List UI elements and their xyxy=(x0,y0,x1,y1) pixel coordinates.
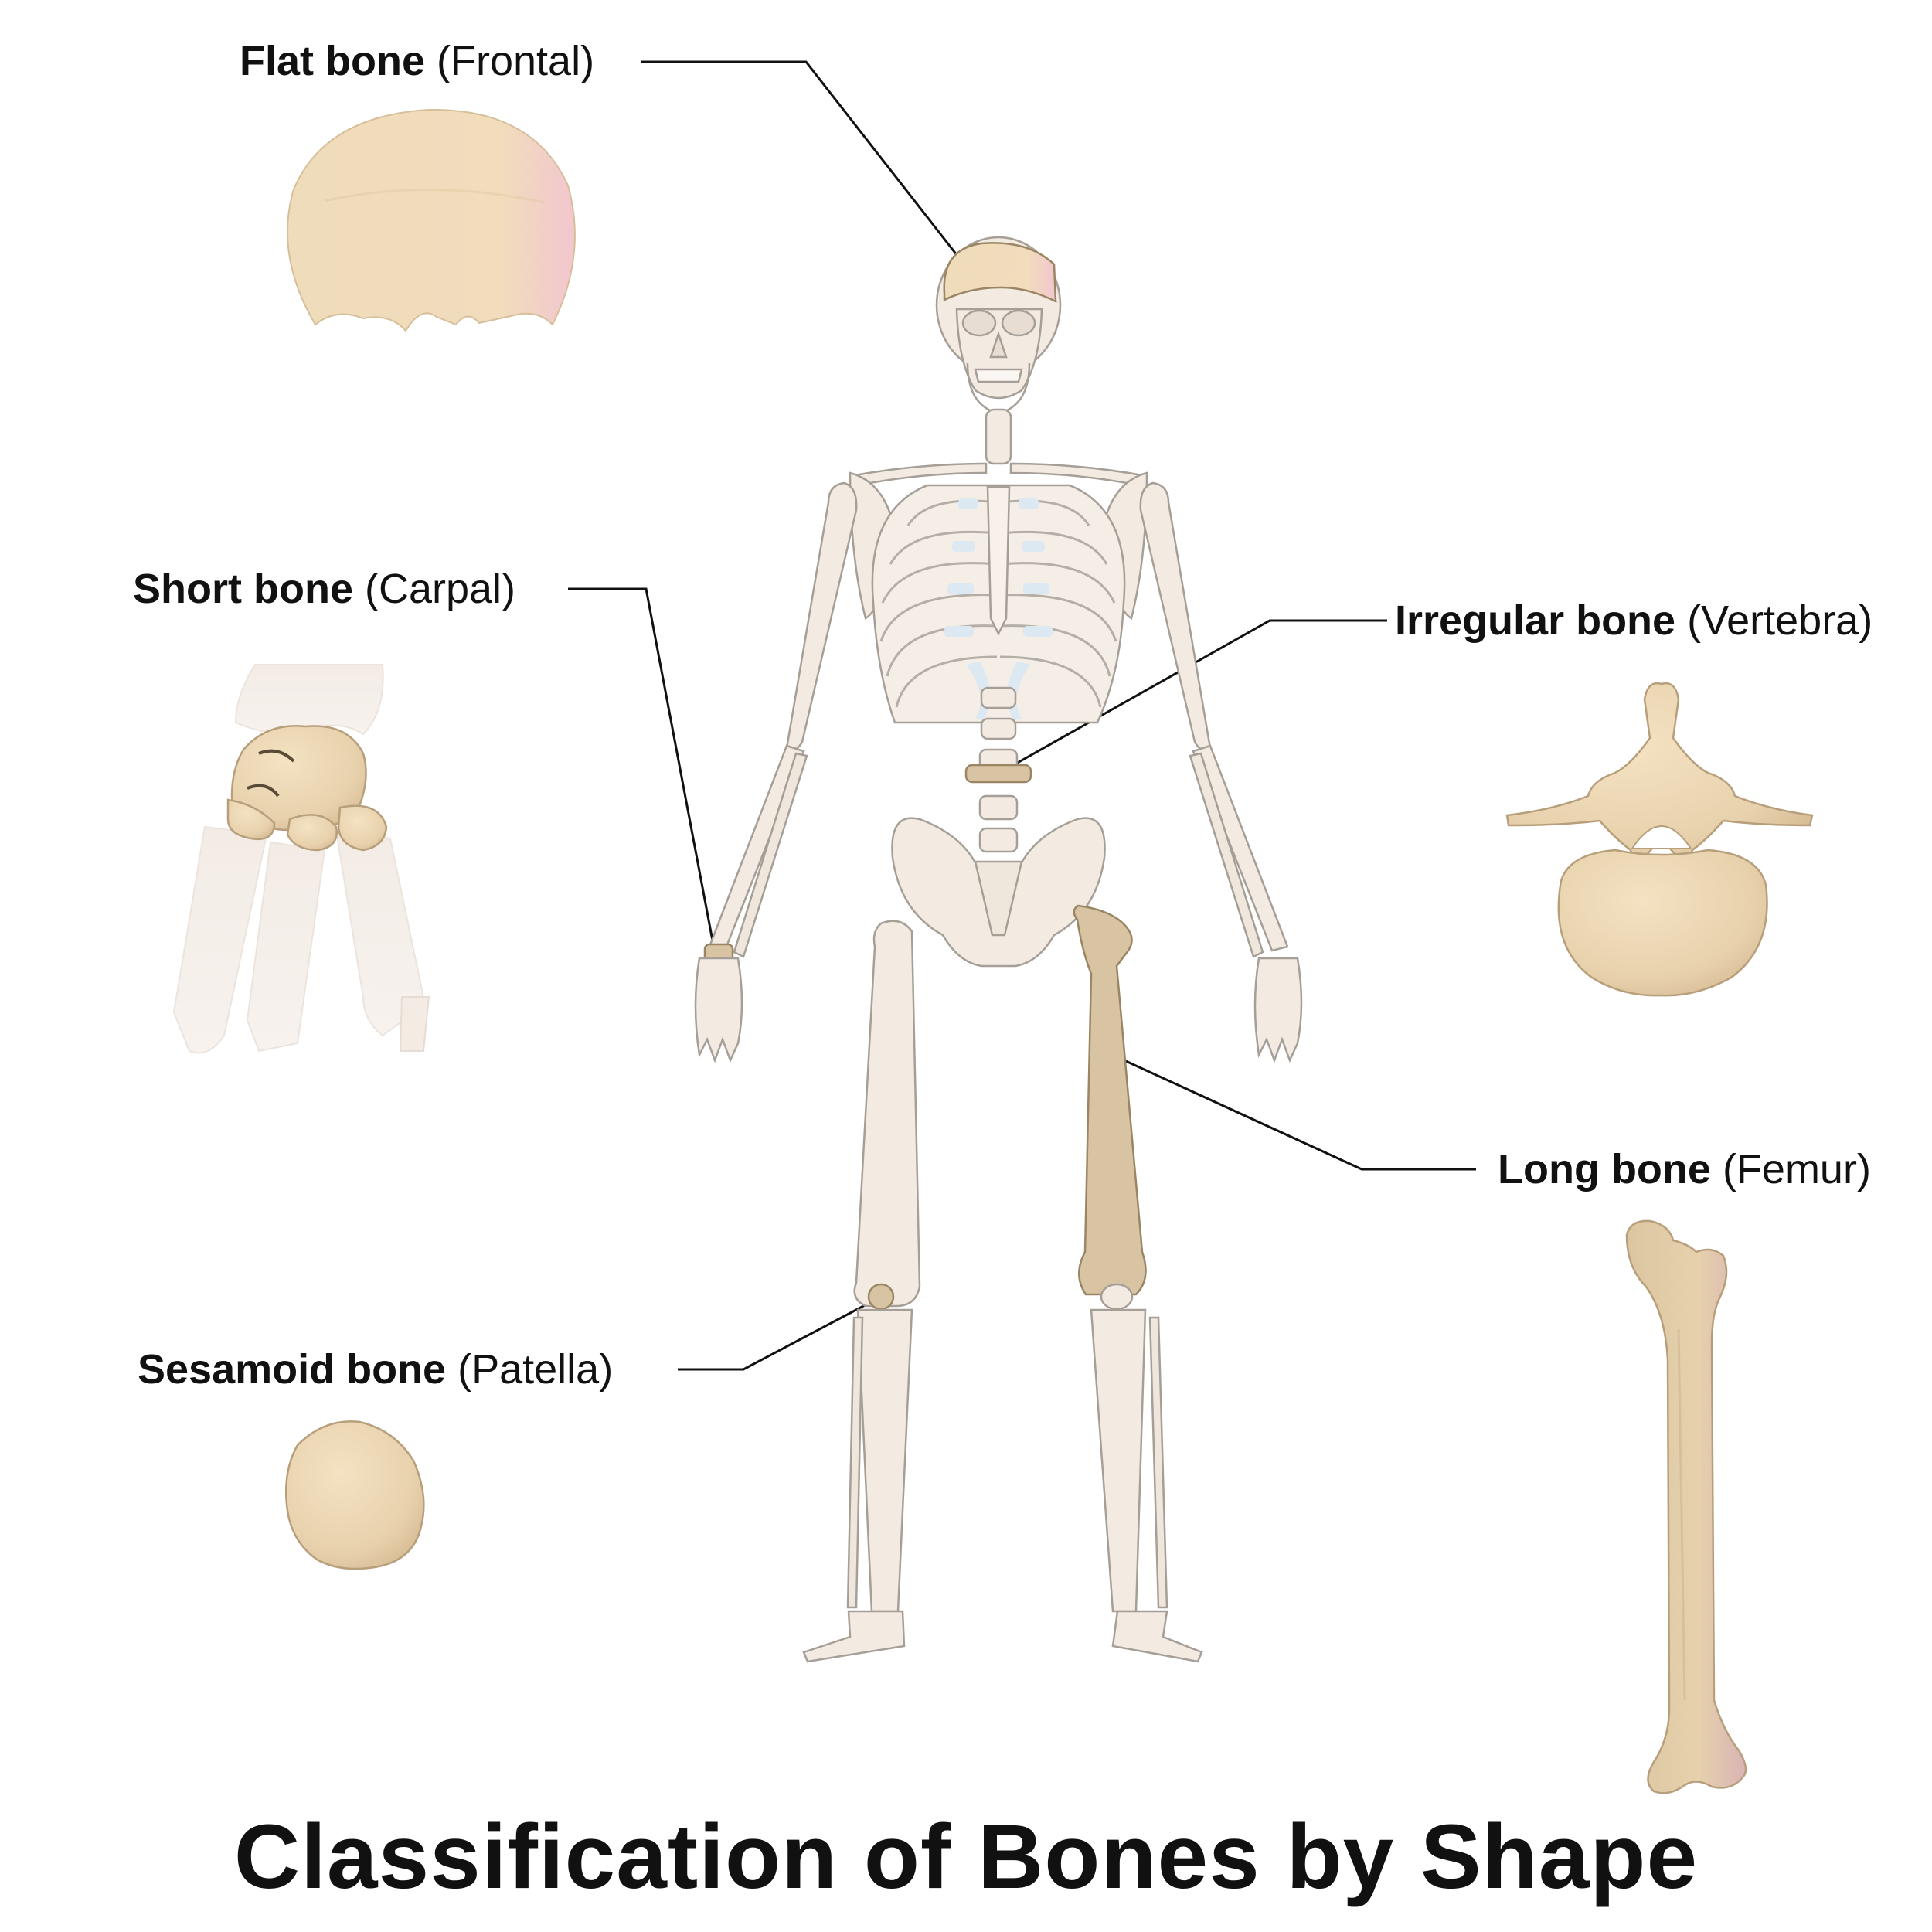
highlighted-vertebra xyxy=(964,764,1032,784)
left-orbit xyxy=(961,309,997,337)
right-fibula xyxy=(1148,1316,1168,1609)
femur-illustration xyxy=(1625,1219,1747,1794)
patella-illustration xyxy=(284,1420,425,1570)
lumbar-spine xyxy=(964,686,1032,853)
patella-highlight xyxy=(867,1283,895,1311)
label-irregular-bone: Irregular bone (Vertebra) xyxy=(1395,600,1872,641)
label-sesamoid-bone: Sesamoid bone (Patella) xyxy=(138,1349,613,1390)
label-long-bone-type: Long bone xyxy=(1498,1146,1711,1192)
right-humerus xyxy=(1139,481,1212,751)
left-femur xyxy=(853,920,921,1308)
label-short-bone-example: (Carpal) xyxy=(365,566,516,612)
leader-line-flat xyxy=(641,60,975,277)
sternum xyxy=(986,485,1011,636)
left-humerus xyxy=(785,481,858,751)
leader-line-sesamoid xyxy=(678,1295,882,1371)
carpal-bone-illustration xyxy=(172,664,430,1054)
figure-title: Classification of Bones by Shape xyxy=(233,1806,1699,1908)
right-orbit xyxy=(1001,309,1036,337)
right-forearm xyxy=(1192,744,1289,952)
leader-lines xyxy=(568,60,1476,1371)
label-long-bone-example: (Femur) xyxy=(1722,1146,1871,1192)
frontal-bone-highlight xyxy=(943,242,1057,304)
label-sesamoid-bone-type: Sesamoid bone xyxy=(138,1346,447,1393)
nasal-cavity xyxy=(989,331,1008,359)
left-hand xyxy=(694,957,743,1063)
teeth xyxy=(974,368,1023,383)
skull xyxy=(935,236,1062,415)
right-foot xyxy=(1111,1610,1203,1663)
label-irregular-bone-type: Irregular bone xyxy=(1395,597,1676,644)
label-long-bone: Long bone (Femur) xyxy=(1498,1148,1871,1190)
right-hand xyxy=(1253,957,1303,1063)
cervical-spine xyxy=(985,408,1012,465)
sacrum xyxy=(974,860,1023,937)
label-short-bone-type: Short bone xyxy=(133,566,353,612)
left-tibia xyxy=(856,1308,913,1613)
vertebra-illustration xyxy=(1505,682,1814,997)
right-femur-highlight xyxy=(1073,904,1147,1296)
left-clavicle xyxy=(853,462,988,487)
left-fibula xyxy=(846,1316,864,1609)
leader-line-long xyxy=(1108,1052,1476,1171)
leader-line-short xyxy=(568,587,716,954)
label-irregular-bone-example: (Vertebra) xyxy=(1687,597,1873,644)
label-sesamoid-bone-example: (Patella) xyxy=(457,1346,614,1393)
right-knee xyxy=(1100,1283,1134,1311)
label-flat-bone-type: Flat bone xyxy=(240,38,425,84)
right-ulna xyxy=(1189,752,1264,958)
right-tibia xyxy=(1090,1308,1147,1613)
full-skeleton xyxy=(694,236,1303,1663)
left-ulna xyxy=(733,752,808,958)
rib-cage xyxy=(871,484,1126,724)
label-short-bone: Short bone (Carpal) xyxy=(133,568,515,610)
left-foot xyxy=(802,1610,906,1663)
frontal-bone-illustration xyxy=(287,108,576,332)
label-flat-bone-example: (Frontal) xyxy=(437,38,595,84)
label-flat-bone: Flat bone (Frontal) xyxy=(240,40,594,82)
right-clavicle xyxy=(1009,462,1144,487)
